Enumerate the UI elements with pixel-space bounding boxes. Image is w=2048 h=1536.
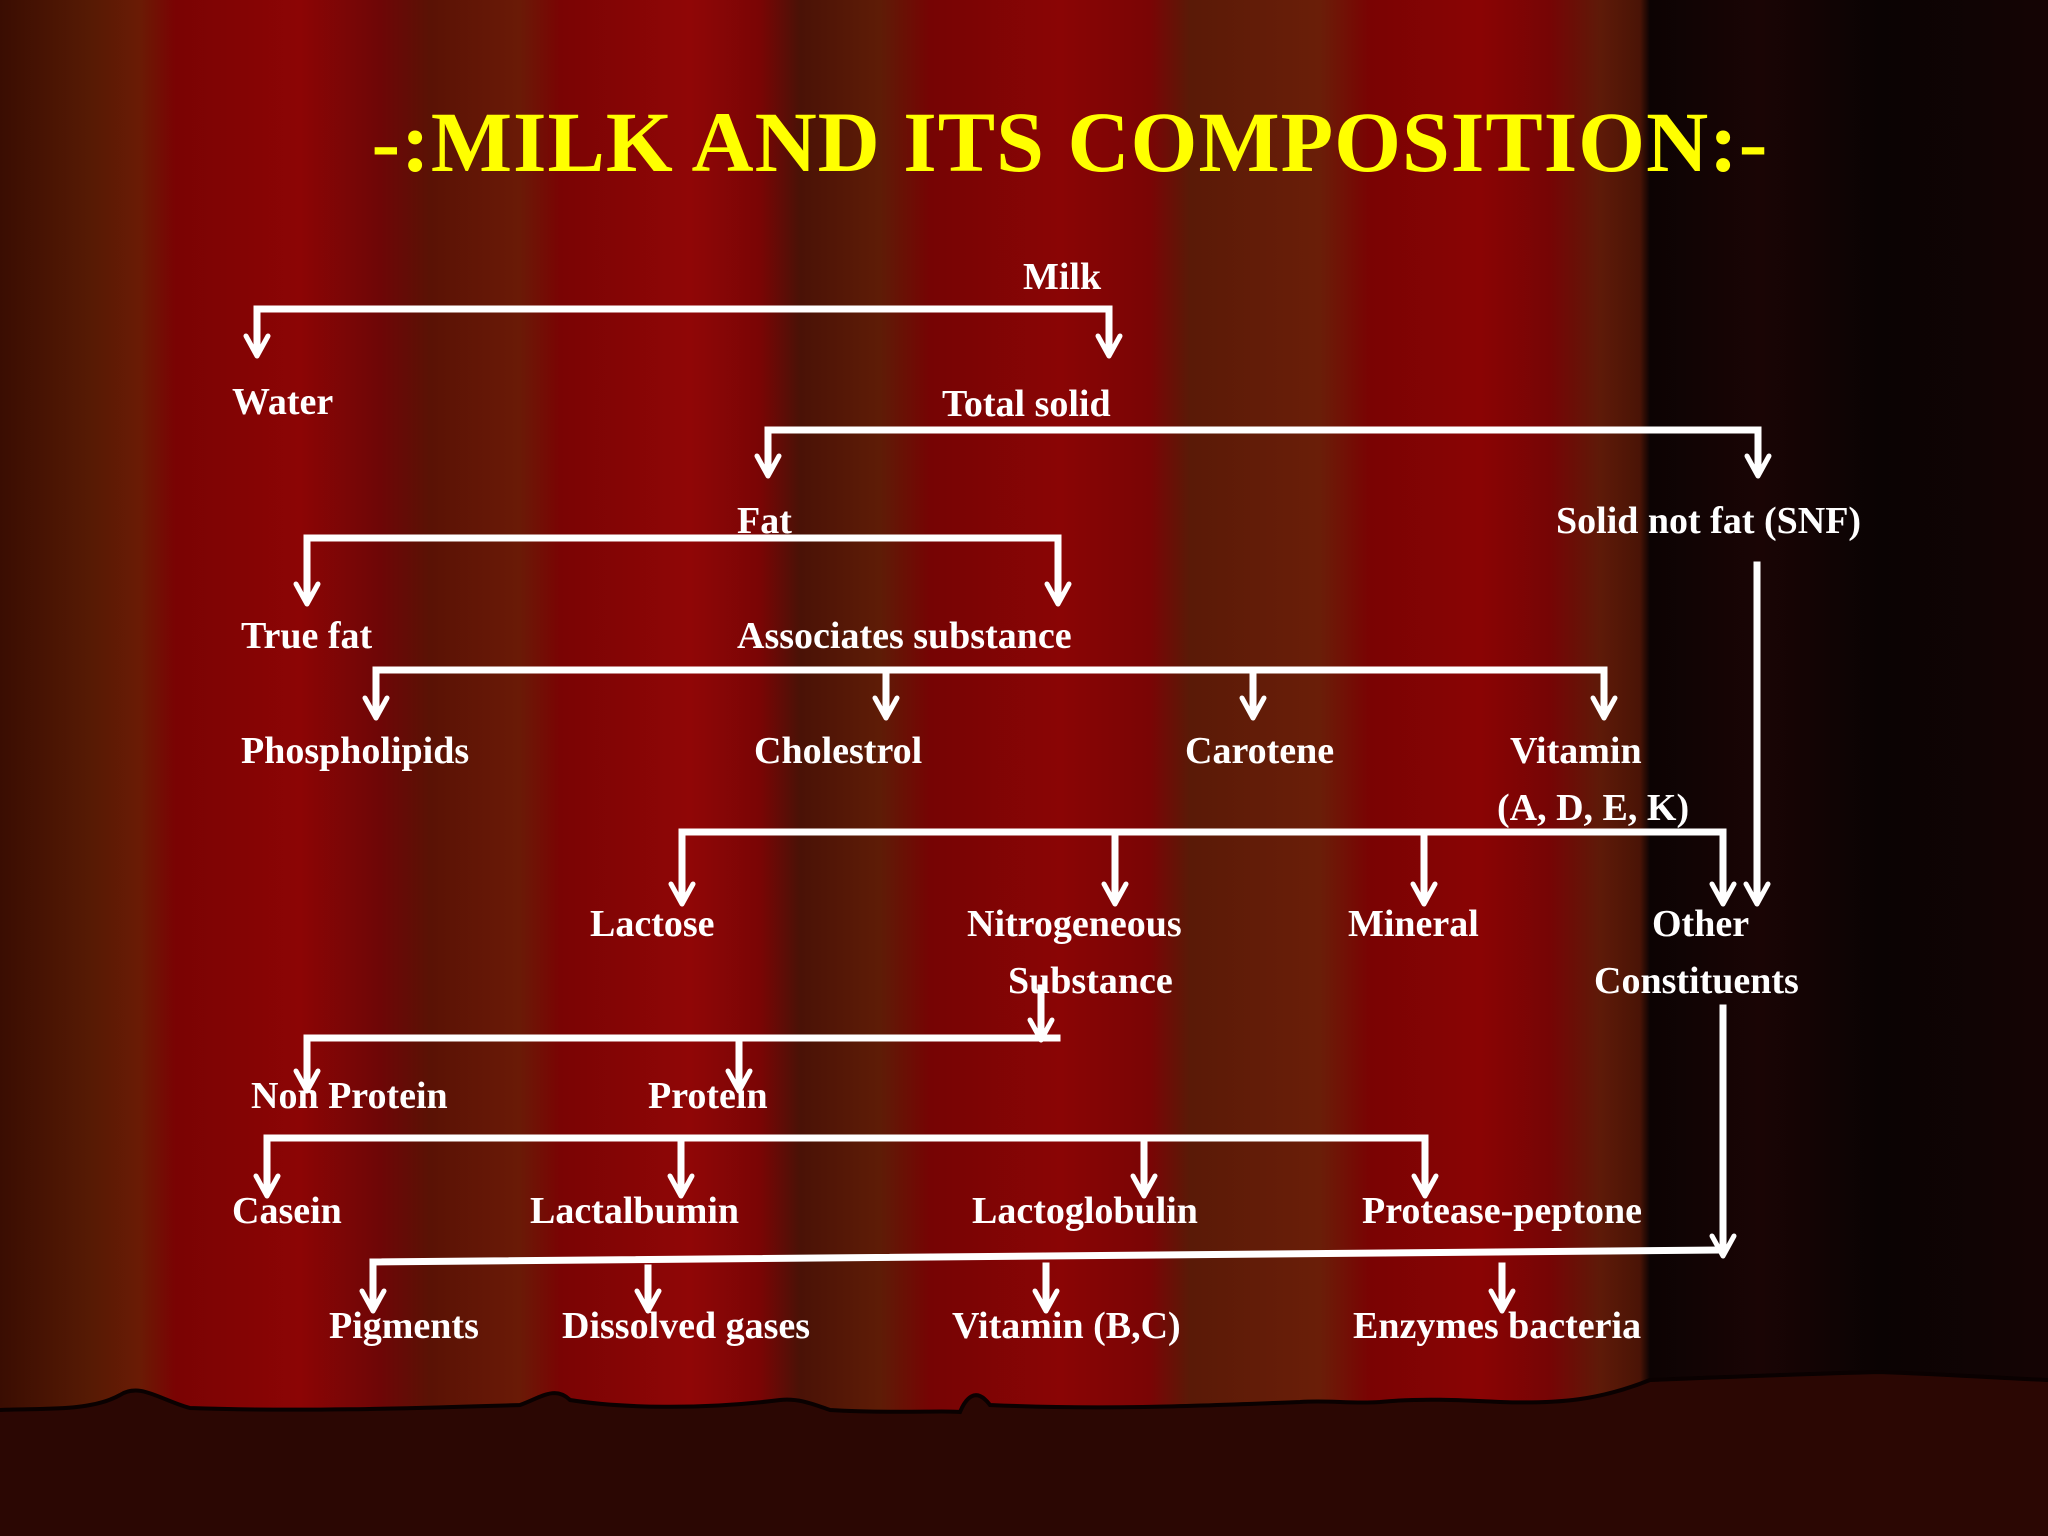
node-carotene: Carotene: [1185, 730, 1335, 772]
node-associates-substance: Associates substance: [737, 615, 1072, 657]
node-nitrogeneous: Nitrogeneous: [967, 903, 1182, 945]
node-non-protein: Non Protein: [251, 1075, 448, 1117]
node-snf: Solid not fat (SNF): [1556, 500, 1862, 542]
node-fat: Fat: [737, 500, 792, 542]
slide-title: -:MILK AND ITS COMPOSITION:-: [371, 94, 1769, 190]
node-enzymes-bacteria: Enzymes bacteria: [1353, 1305, 1642, 1347]
node-lactalbumin: Lactalbumin: [530, 1190, 740, 1232]
node-water: Water: [232, 381, 334, 423]
node-vitamin-types: (A, D, E, K): [1497, 787, 1690, 829]
node-phospholipids: Phospholipids: [241, 730, 470, 772]
node-total-solid: Total solid: [942, 383, 1111, 425]
node-mineral: Mineral: [1348, 903, 1479, 945]
node-cholestrol: Cholestrol: [754, 730, 923, 772]
node-milk: Milk: [1023, 256, 1102, 298]
node-lactose: Lactose: [590, 903, 715, 945]
node-vitamin-bc: Vitamin (B,C): [952, 1305, 1181, 1347]
node-dissolved-gases: Dissolved gases: [562, 1305, 811, 1347]
node-pigments: Pigments: [329, 1305, 479, 1347]
node-lactoglobulin: Lactoglobulin: [972, 1190, 1198, 1232]
node-protease-peptone: Protease-peptone: [1362, 1190, 1643, 1232]
node-vitamin: Vitamin: [1510, 730, 1642, 772]
node-casein: Casein: [232, 1190, 342, 1232]
node-substance: Substance: [1008, 960, 1173, 1002]
node-other: Other: [1652, 903, 1750, 945]
node-protein: Protein: [648, 1075, 768, 1117]
node-constituents: Constituents: [1594, 960, 1799, 1002]
node-true-fat: True fat: [241, 615, 373, 657]
